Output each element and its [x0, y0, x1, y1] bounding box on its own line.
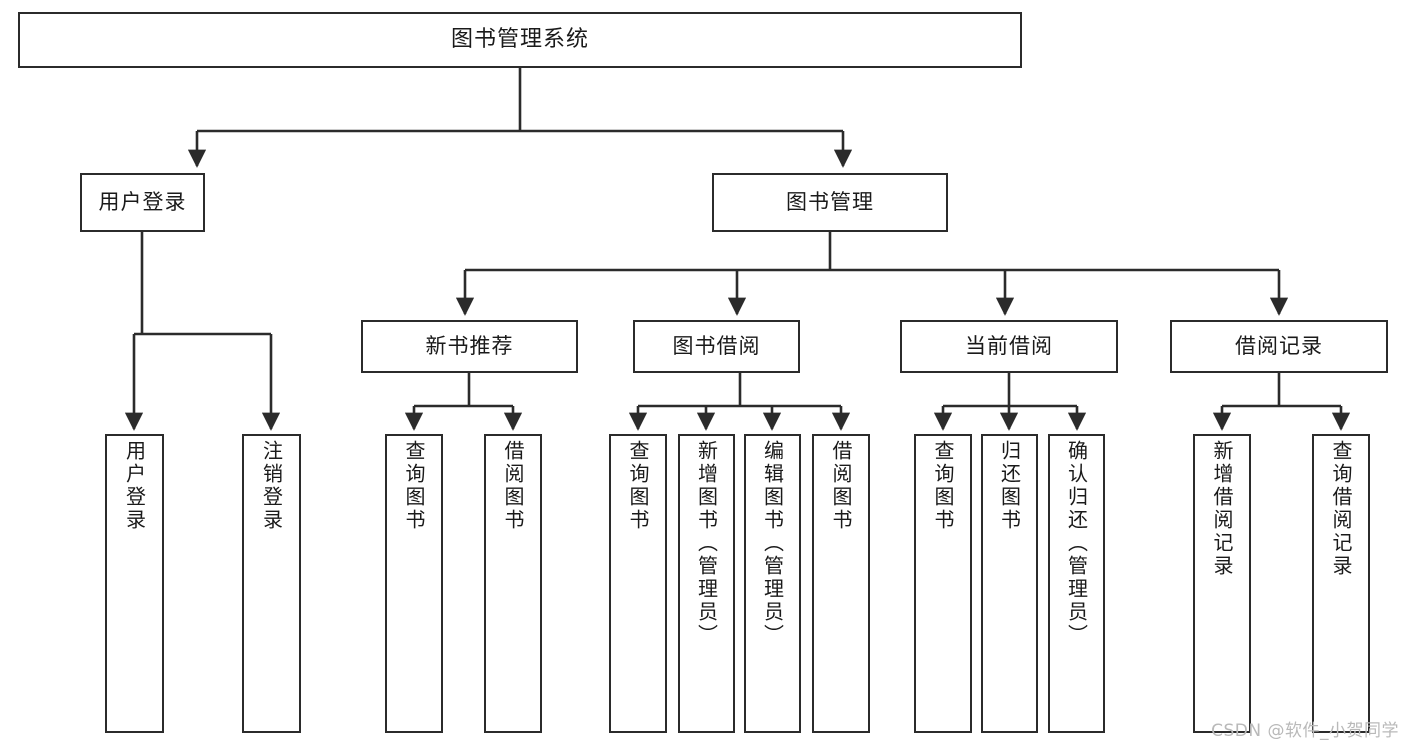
node-label: 借阅图书 [501, 440, 525, 532]
leaf-borrow-borrow-book[interactable]: 借阅图书 [812, 434, 870, 733]
leaf-record-add-record[interactable]: 新增借阅记录 [1193, 434, 1251, 733]
node-label: 注销登录 [259, 440, 284, 532]
node-label: 查询图书 [626, 440, 650, 532]
node-book-management[interactable]: 图书管理 [712, 173, 948, 232]
watermark-text: CSDN @软件_小贺同学 [1211, 721, 1399, 741]
node-label: 当前借阅 [965, 334, 1053, 359]
node-user-login[interactable]: 用户登录 [80, 173, 205, 232]
leaf-user-login-logout[interactable]: 注销登录 [242, 434, 301, 733]
leaf-current-confirm-return-admin[interactable]: 确认归还（管理员） [1048, 434, 1105, 733]
node-current-borrow[interactable]: 当前借阅 [900, 320, 1118, 373]
node-book-borrow[interactable]: 图书借阅 [633, 320, 800, 373]
leaf-borrow-add-book-admin[interactable]: 新增图书（管理员） [678, 434, 735, 733]
node-label: 新增图书（管理员） [694, 440, 719, 647]
leaf-borrow-query-book[interactable]: 查询图书 [609, 434, 667, 733]
leaf-recommend-borrow-book[interactable]: 借阅图书 [484, 434, 542, 733]
node-label: 确认归还（管理员） [1064, 440, 1089, 647]
node-borrow-record[interactable]: 借阅记录 [1170, 320, 1388, 373]
node-label: 用户登录 [122, 440, 147, 532]
node-label: 新书推荐 [425, 334, 514, 359]
leaf-user-login-login[interactable]: 用户登录 [105, 434, 164, 733]
node-label: 编辑图书（管理员） [760, 440, 785, 647]
node-label: 查询图书 [402, 440, 426, 532]
node-label: 用户登录 [98, 190, 187, 215]
node-label: 借阅记录 [1235, 334, 1323, 359]
leaf-current-return-book[interactable]: 归还图书 [981, 434, 1038, 733]
leaf-record-query-record[interactable]: 查询借阅记录 [1312, 434, 1370, 733]
leaf-borrow-edit-book-admin[interactable]: 编辑图书（管理员） [744, 434, 801, 733]
node-label: 图书管理 [786, 190, 874, 215]
node-label: 新增借阅记录 [1210, 440, 1234, 578]
leaf-recommend-query-book[interactable]: 查询图书 [385, 434, 443, 733]
node-root-system[interactable]: 图书管理系统 [18, 12, 1022, 68]
node-label: 归还图书 [997, 440, 1022, 532]
node-label: 图书借阅 [672, 334, 761, 359]
node-label: 查询借阅记录 [1329, 440, 1353, 578]
node-label: 借阅图书 [829, 440, 853, 532]
leaf-current-query-book[interactable]: 查询图书 [914, 434, 972, 733]
node-new-book-recommend[interactable]: 新书推荐 [361, 320, 578, 373]
node-label: 查询图书 [931, 440, 955, 532]
node-label: 图书管理系统 [450, 27, 589, 53]
